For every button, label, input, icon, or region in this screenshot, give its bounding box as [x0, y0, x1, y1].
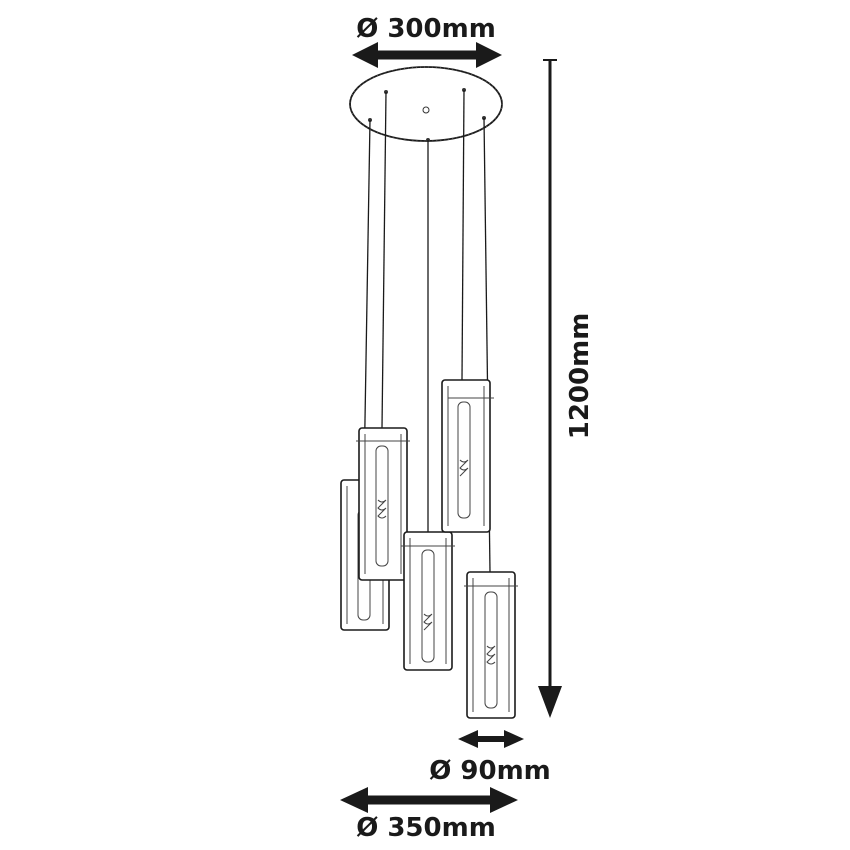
- overall-diameter-dimension: Ø 350mm: [340, 787, 518, 843]
- pendant-shade-2: [356, 427, 410, 581]
- cable-4: [461, 89, 465, 381]
- height-dimension: 1200mm: [538, 59, 595, 718]
- height-label: 1200mm: [565, 313, 595, 440]
- pendant-shade-5: [464, 571, 518, 719]
- canopy-diameter-label: Ø 300mm: [356, 14, 496, 44]
- pendant-shade-3: [401, 531, 455, 671]
- suspension-cables: [363, 89, 491, 573]
- canopy-diameter-dimension: Ø 300mm: [352, 14, 502, 68]
- cable-2: [381, 91, 387, 429]
- canopy-diameter-arrow: [352, 42, 502, 68]
- shade-diameter-dimension: Ø 90mm: [429, 730, 551, 786]
- overall-diameter-label: Ø 350mm: [356, 813, 496, 843]
- shade-diameter-label: Ø 90mm: [429, 756, 551, 786]
- pendant-shade-4: [441, 379, 494, 533]
- cable-1: [363, 119, 371, 481]
- ceiling-canopy: [349, 66, 503, 142]
